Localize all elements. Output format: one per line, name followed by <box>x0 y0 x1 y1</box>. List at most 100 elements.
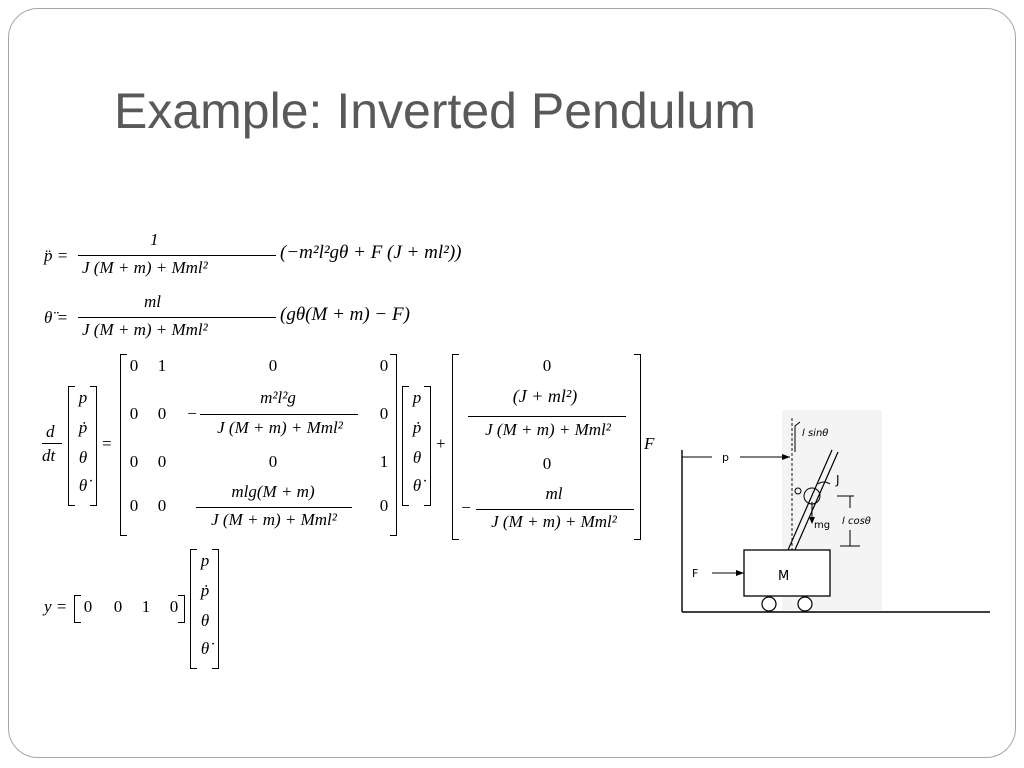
sketch-label-j: J <box>835 473 840 487</box>
b-row3-num: ml <box>545 484 563 503</box>
slide-title: Example: Inverted Pendulum <box>114 83 757 139</box>
output-lhs: y = <box>44 597 68 616</box>
p-ddot-rhs: (−m²l²gθ + F (J + ml²)) <box>280 242 462 263</box>
equals-sign: = <box>102 434 112 453</box>
lsin-bracket <box>794 421 801 452</box>
sketch-label-mg: mg <box>814 520 830 531</box>
cart-wheel-left <box>761 596 777 612</box>
a-r0c0: 0 <box>129 356 139 375</box>
state2-theta-dot: θ̇ <box>412 476 422 495</box>
a-r1c2-bar <box>200 414 358 415</box>
a-r3c2-num: mlg(M + m) <box>231 482 315 501</box>
a-r3c1: 0 <box>157 496 167 515</box>
a-matrix-right-bracket <box>390 354 397 536</box>
a-r3c3: 0 <box>379 496 389 515</box>
b-row3-den: J (M + m) + Mml² <box>491 512 617 531</box>
theta-ddot-den: J (M + m) + Mml² <box>82 320 208 339</box>
equation-theta-ddot: θ̈ = ml J (M + m) + Mml² (gθ(M + m) − F) <box>44 290 464 350</box>
c-matrix-right-bracket <box>178 595 185 623</box>
state-vector2-right-bracket <box>424 386 431 506</box>
derivative-dt: dt <box>42 446 56 465</box>
a-r0c2: 0 <box>268 356 278 375</box>
state-theta-dot: θ̇ <box>78 476 88 495</box>
a-r1c2-den: J (M + m) + Mml² <box>217 418 343 437</box>
b-row1-den: J (M + m) + Mml² <box>485 420 611 439</box>
a-r1c3: 0 <box>379 404 389 423</box>
p-dimension-arrow <box>782 454 790 460</box>
pendulum-mass-marker <box>794 487 802 495</box>
b-row3-bar <box>476 509 634 510</box>
b-row3-minus: − <box>461 498 471 517</box>
b-row1-num: (J + ml²) <box>512 386 578 406</box>
a-r3c0: 0 <box>129 496 139 515</box>
force-arrow-head <box>736 570 744 576</box>
pendulum-rod-edge-a <box>787 449 833 551</box>
cart-wheel-right <box>797 596 813 612</box>
b-row0: 0 <box>542 356 552 375</box>
state-p: p <box>78 388 88 407</box>
state-theta: θ <box>78 448 88 467</box>
state-vector2-left-bracket <box>402 386 409 506</box>
state-p-dot: ṗ <box>78 418 88 437</box>
input-force-f: F <box>644 434 655 453</box>
state2-theta: θ <box>412 448 422 467</box>
b-row1-bar <box>468 416 626 417</box>
a-r1c0: 0 <box>129 404 139 423</box>
a-r2c1: 0 <box>157 452 167 471</box>
b-vector-right-bracket <box>634 354 641 540</box>
output-state-p-dot: ṗ <box>200 581 210 600</box>
plus-sign: + <box>436 434 446 453</box>
sketch-label-f: F <box>692 567 698 580</box>
output-equation: y = 0 0 1 0 p ṗ θ θ̇ <box>44 545 244 670</box>
c-3: 0 <box>169 597 179 616</box>
derivative-bar <box>42 443 62 444</box>
a-matrix-left-bracket <box>120 354 127 536</box>
slide-frame <box>8 8 1016 758</box>
state-vector-left-bracket <box>68 386 75 506</box>
pendulum-rod-edge-b <box>793 451 839 553</box>
a-r3c2-bar <box>196 507 352 508</box>
equation-p-ddot: p̈ = 1 J (M + m) + Mml² (−m²l²gθ + F (J … <box>44 228 464 288</box>
state-space-equation: d dt p ṗ θ θ̇ = 0 1 0 0 0 0 − m²l²g J (M… <box>40 350 670 545</box>
a-r3c2-den: J (M + m) + Mml² <box>211 510 337 529</box>
p-ddot-fraction-bar <box>78 255 276 256</box>
sketch-label-lcos: l cosθ <box>842 516 871 527</box>
a-r1c2-num: m²l²g <box>260 388 296 407</box>
c-0: 0 <box>83 597 93 616</box>
p-ddot-lhs: p̈ = <box>44 246 69 265</box>
c-2: 1 <box>141 597 151 616</box>
theta-ddot-rhs: (gθ(M + m) − F) <box>280 304 410 325</box>
gravity-arrow-head <box>809 517 815 524</box>
output-state-left-bracket <box>190 549 197 669</box>
p-ddot-num: 1 <box>150 230 159 249</box>
a-r2c2: 0 <box>268 452 278 471</box>
theta-ddot-fraction-bar <box>78 317 276 318</box>
b-row2: 0 <box>542 454 552 473</box>
p-ddot-den: J (M + m) + Mml² <box>82 258 208 277</box>
sketch-label-p: p <box>722 451 729 464</box>
state2-p-dot: ṗ <box>412 418 422 437</box>
output-state-right-bracket <box>212 549 219 669</box>
cart-body <box>743 549 831 597</box>
theta-ddot-num: ml <box>144 292 161 311</box>
derivative-d: d <box>46 422 55 441</box>
c-1: 0 <box>113 597 123 616</box>
a-r1c1: 0 <box>157 404 167 423</box>
a-r0c1: 1 <box>157 356 167 375</box>
inertia-hook <box>817 481 831 485</box>
sketch-label-lsin: l sinθ <box>802 428 828 439</box>
output-state-p: p <box>200 551 210 570</box>
output-state-theta-dot: θ̇ <box>200 639 210 658</box>
a-r2c3: 1 <box>379 452 389 471</box>
state2-p: p <box>412 388 422 407</box>
theta-ddot-lhs: θ̈ = <box>44 308 69 327</box>
a-r1-minus: − <box>187 404 197 423</box>
state-vector-right-bracket <box>90 386 97 506</box>
inverted-pendulum-sketch: p l sinθ J mg l cosθ M F <box>681 410 990 613</box>
a-r2c0: 0 <box>129 452 139 471</box>
output-state-theta: θ <box>200 611 210 630</box>
c-matrix-left-bracket <box>74 595 81 623</box>
sketch-label-m-cart: M <box>778 569 789 584</box>
b-vector-left-bracket <box>452 354 459 540</box>
a-r0c3: 0 <box>379 356 389 375</box>
